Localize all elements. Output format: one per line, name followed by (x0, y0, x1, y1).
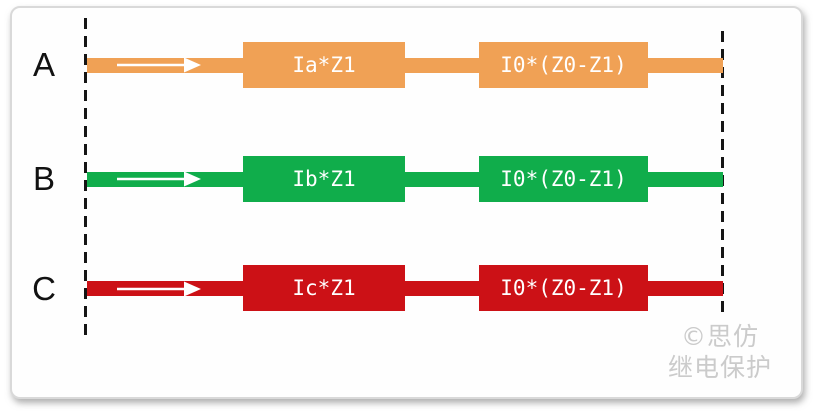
current-direction-arrow (117, 281, 201, 297)
phase-label-c: C (32, 270, 56, 307)
watermark: ©思仿 继电保护 (640, 321, 800, 383)
phase-a-series-impedance-box: Ia*Z1 (243, 42, 405, 88)
phase-label-b: B (32, 160, 55, 197)
phase-b-series-impedance-box: Ib*Z1 (243, 156, 405, 202)
phase-label-a: A (32, 46, 55, 83)
watermark-line-1: ©思仿 (680, 322, 759, 351)
left-boundary-dashed-line (84, 18, 87, 338)
phase-c-series-impedance-box: Ic*Z1 (243, 265, 405, 311)
phase-b-zero-sequence-impedance-box: I0*(Z0-Z1) (479, 156, 648, 202)
phase-a-zero-sequence-impedance-box: I0*(Z0-Z1) (479, 42, 648, 88)
current-direction-arrow (117, 57, 201, 73)
current-direction-arrow (117, 171, 201, 187)
phase-c-zero-sequence-impedance-box: I0*(Z0-Z1) (479, 265, 648, 311)
watermark-line-2: 继电保护 (667, 353, 772, 382)
